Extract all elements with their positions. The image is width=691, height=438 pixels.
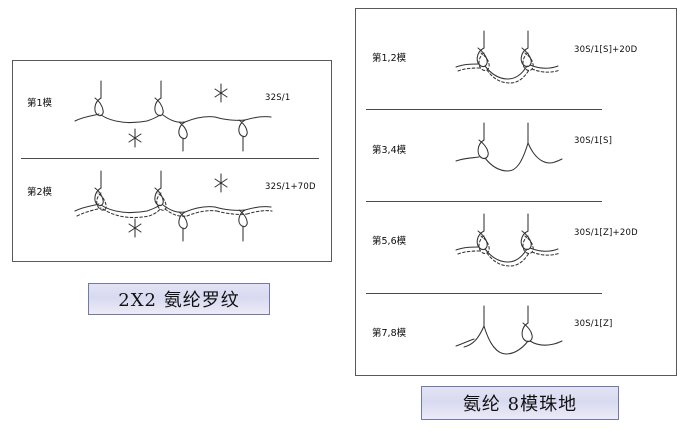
pique-row-1-spandex-yarn — [457, 52, 561, 84]
pique-row-2-stitch-drawing — [455, 122, 563, 172]
pique-row-4-label: 第7,8模 — [372, 328, 407, 339]
pique-row-3-stitch-drawing — [455, 213, 561, 267]
pique-row-3-yarn-label: 30S/1[Z]+20D — [574, 228, 638, 238]
rib-row-2-stitch-drawing — [74, 170, 273, 242]
rib-row-2-label: 第2模 — [27, 187, 53, 198]
rib-diagram-caption: 2X2 氨纶罗纹 — [88, 283, 270, 315]
rib-row-2-spandex-yarn — [76, 192, 273, 219]
pique-separator-3 — [366, 293, 602, 294]
rib-row-1-star-marker-lower — [128, 128, 142, 148]
rib-diagram-panel: 第1模 32S/1 第2模 32S/1+70 — [12, 60, 332, 262]
rib-row-1-yarn-label: 32S/1 — [265, 93, 291, 103]
pique-row-1-stitch-drawing — [455, 30, 561, 84]
pique-row-2-yarn-label: 30S/1[S] — [574, 136, 613, 146]
rib-row-1-stitch-drawing — [74, 80, 272, 152]
rib-row-2-star-marker-lower — [128, 218, 142, 238]
rib-row-2-star-marker-upper — [214, 173, 228, 193]
rib-row-2-yarn-label: 32S/1+70D — [265, 182, 316, 192]
rib-row-1-label: 第1模 — [27, 98, 53, 109]
pique-row-1-label: 第1,2模 — [372, 53, 407, 64]
pique-diagram-caption: 氨纶 8模珠地 — [421, 386, 619, 420]
pique-separator-1 — [366, 109, 602, 110]
pique-row-2-label: 第3,4模 — [372, 145, 407, 156]
pique-row-3-label: 第5,6模 — [372, 236, 407, 247]
pique-row-4-yarn-label: 30S/1[Z] — [574, 319, 613, 329]
pique-row-4-stitch-drawing — [455, 305, 563, 355]
pique-diagram-panel: 第1,2模 30S/1[S]+20D 第3,4模 30S/1[S] 第5,6模 … — [355, 8, 677, 376]
pique-row-3-spandex-yarn — [457, 235, 561, 267]
rib-row-separator — [21, 158, 319, 159]
pique-separator-2 — [366, 201, 602, 202]
rib-row-1-star-marker-upper — [214, 83, 228, 103]
pique-row-1-yarn-label: 30S/1[S]+20D — [574, 45, 638, 55]
